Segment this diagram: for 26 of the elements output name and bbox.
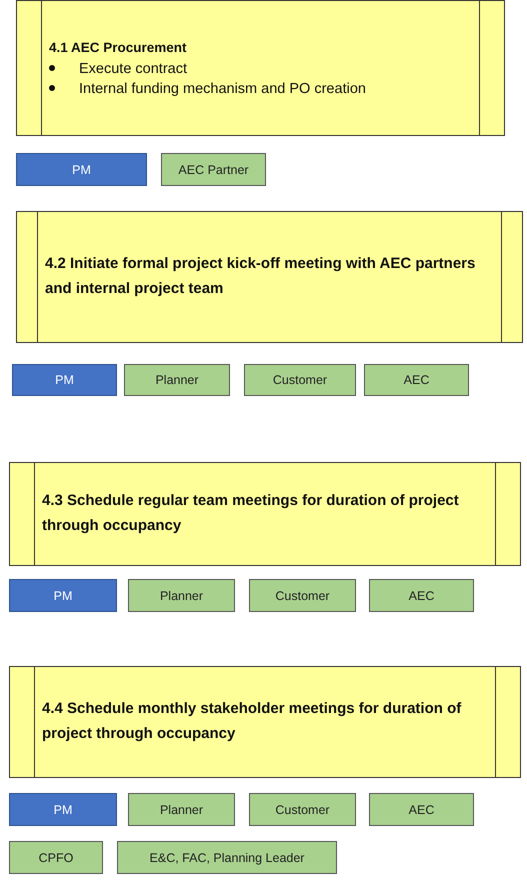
process-box xyxy=(16,211,523,343)
role-tag: Customer xyxy=(249,579,356,612)
process-box xyxy=(9,462,521,566)
role-tag: AEC xyxy=(369,579,474,612)
step-heading: 4.1 AEC Procurement xyxy=(49,38,188,57)
bullet-item: Execute contract xyxy=(49,58,476,80)
role-tag: AEC xyxy=(364,364,469,396)
process-box xyxy=(9,666,521,778)
role-tag: AEC xyxy=(369,793,474,826)
lead-role-tag: PM xyxy=(12,364,117,396)
role-tag: AEC Partner xyxy=(161,153,266,186)
lead-role-tag: PM xyxy=(16,153,147,186)
bullet-item: Internal funding mechanism and PO creation xyxy=(49,79,476,100)
step-heading: 4.3 Schedule regular team meetings for duration of project through occupancy xyxy=(42,491,460,536)
role-tag: Planner xyxy=(124,364,230,396)
process-box xyxy=(16,0,505,136)
step-heading: 4.4 Schedule monthly stakeholder meetings for duration of project through occupancy xyxy=(42,699,462,744)
role-tag: Customer xyxy=(244,364,356,396)
lead-role-tag: PM xyxy=(9,793,117,826)
role-tag: Planner xyxy=(128,579,235,612)
role-tag: CPFO xyxy=(9,841,103,874)
step-heading: 4.2 Initiate formal project kick-off meeting with AEC partners and internal project team xyxy=(45,254,476,299)
role-tag: Planner xyxy=(128,793,235,826)
role-tag: E&C, FAC, Planning Leader xyxy=(117,841,337,874)
lead-role-tag: PM xyxy=(9,579,117,612)
role-tag: Customer xyxy=(249,793,356,826)
